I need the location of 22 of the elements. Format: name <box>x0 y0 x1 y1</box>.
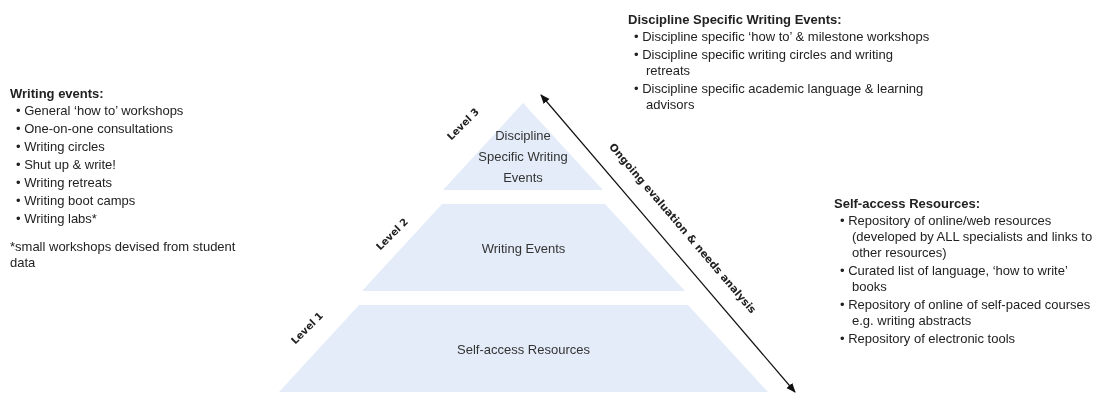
bullet-item: • Discipline specific ‘how to’ & milestone workshops <box>634 29 931 45</box>
list-heading: Discipline Specific Writing Events: <box>628 12 843 28</box>
bullet-item: • Discipline specific academic language & learning advisors <box>634 81 925 113</box>
bullet-item: • Discipline specific writing circles and writing retreats <box>634 47 894 79</box>
bullet-item: • Writing retreats <box>16 175 114 191</box>
bullet-item: • Shut up & write! <box>16 157 117 173</box>
bullet-item: • Repository of online/web resources (developed by ALL specialists and links to other resources) <box>840 213 1094 261</box>
list-heading: Self-access Resources: <box>834 196 981 212</box>
bullet-item: • General ‘how to’ workshops <box>16 103 185 119</box>
level-title: Self-access Resources <box>456 341 591 359</box>
bullet-item: • Writing boot camps <box>16 193 137 209</box>
bullet-item: • Curated list of language, ‘how to write’ books <box>840 263 1069 295</box>
bullet-item: • Writing circles <box>16 139 106 155</box>
level-title: Writing Events <box>480 240 567 258</box>
level-title: Discipline Specific Writing Events <box>477 127 569 187</box>
footnote: *small workshops devised from student data <box>10 239 237 271</box>
bullet-item: • Repository of electronic tools <box>840 331 1017 347</box>
list-heading: Writing events: <box>10 86 105 102</box>
bullet-item: • Writing labs* <box>16 211 98 227</box>
pyramid-level <box>443 103 603 190</box>
bullet-item: • One-on-one consultations <box>16 121 175 137</box>
bullet-item: • Repository of online of self-paced courses e.g. writing abstracts <box>840 297 1092 329</box>
